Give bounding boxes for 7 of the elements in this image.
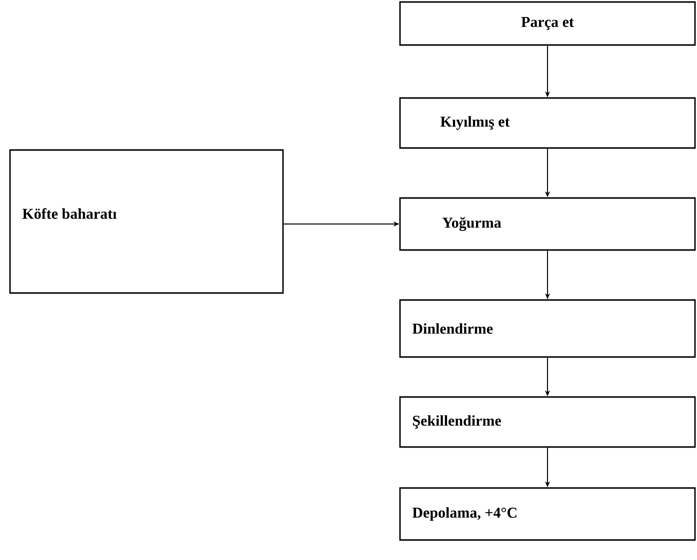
process-box: Yoğurma [399,197,696,251]
process-box: Parça et [399,1,696,46]
process-box: Kıyılmış et [399,97,696,149]
process-box: Şekillendirme [399,396,696,448]
process-box: Köfte baharatı [9,149,284,294]
process-box: Depolama, +4°C [399,487,696,541]
process-box: Dinlendirme [399,299,696,358]
